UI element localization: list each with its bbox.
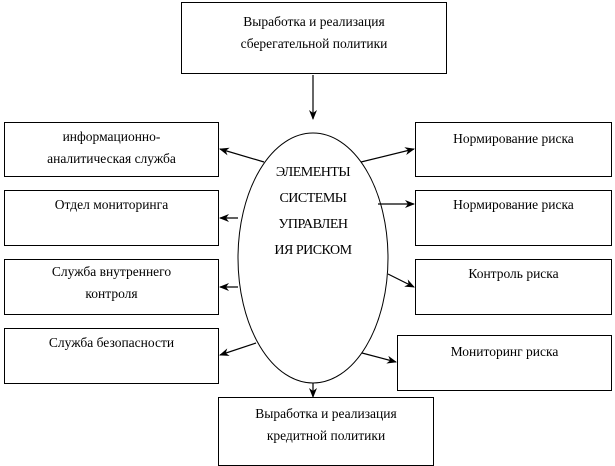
risk-monitoring-label: Мониторинг риска: [450, 344, 559, 359]
arrow-to-info-analytics: [219, 147, 265, 163]
credit-policy-line2: кредитной политики: [266, 428, 386, 443]
risk-norm-2-label: Нормирование риска: [453, 197, 574, 212]
risk-control-label: Контроль риска: [468, 266, 559, 281]
security-label: Служба безопасности: [48, 335, 175, 350]
arrow-to-risk-control: [387, 273, 415, 288]
risk-norm-box-1: Нормирование риска: [415, 122, 612, 177]
internal-control-line1: Служба внутреннего: [51, 264, 172, 279]
savings-policy-box: Выработка и реализация сберегательной по…: [181, 2, 447, 74]
credit-policy-box: Выработка и реализация кредитной политик…: [218, 397, 434, 466]
internal-control-box: Служба внутреннего контроля: [4, 259, 219, 315]
arrow-to-risk-norm-1: [360, 147, 415, 163]
center-line4: ИЯ РИСКОМ: [274, 243, 352, 258]
arrow-to-security: [219, 342, 257, 356]
monitoring-dept-box: Отдел мониторинга: [4, 190, 219, 246]
monitoring-dept-label: Отдел мониторинга: [54, 197, 169, 212]
center-title: ЭЛЕМЕНТЫ СИСТЕМЫ УПРАВЛЕН ИЯ РИСКОМ: [258, 160, 368, 264]
arrow-to-risk-monitoring: [361, 352, 397, 364]
risk-monitoring-box: Мониторинг риска: [397, 335, 612, 391]
savings-policy-line2: сберегательной политики: [240, 36, 388, 51]
info-analytics-box: информационно- аналитическая служба: [4, 122, 219, 177]
center-line3: УПРАВЛЕН: [278, 217, 348, 232]
info-analytics-line2: аналитическая служба: [47, 151, 176, 166]
diagram-connectors: [219, 75, 415, 398]
internal-control-line2: контроля: [85, 286, 138, 301]
risk-control-box: Контроль риска: [415, 259, 612, 315]
risk-norm-1-label: Нормирование риска: [453, 131, 574, 146]
savings-policy-line1: Выработка и реализация: [243, 14, 385, 29]
info-analytics-line1: информационно-: [62, 129, 161, 144]
center-line2: СИСТЕМЫ: [279, 191, 347, 206]
risk-norm-box-2: Нормирование риска: [415, 190, 612, 246]
credit-policy-line1: Выработка и реализация: [255, 406, 397, 421]
center-line1: ЭЛЕМЕНТЫ: [275, 165, 351, 180]
security-box: Служба безопасности: [4, 328, 219, 384]
